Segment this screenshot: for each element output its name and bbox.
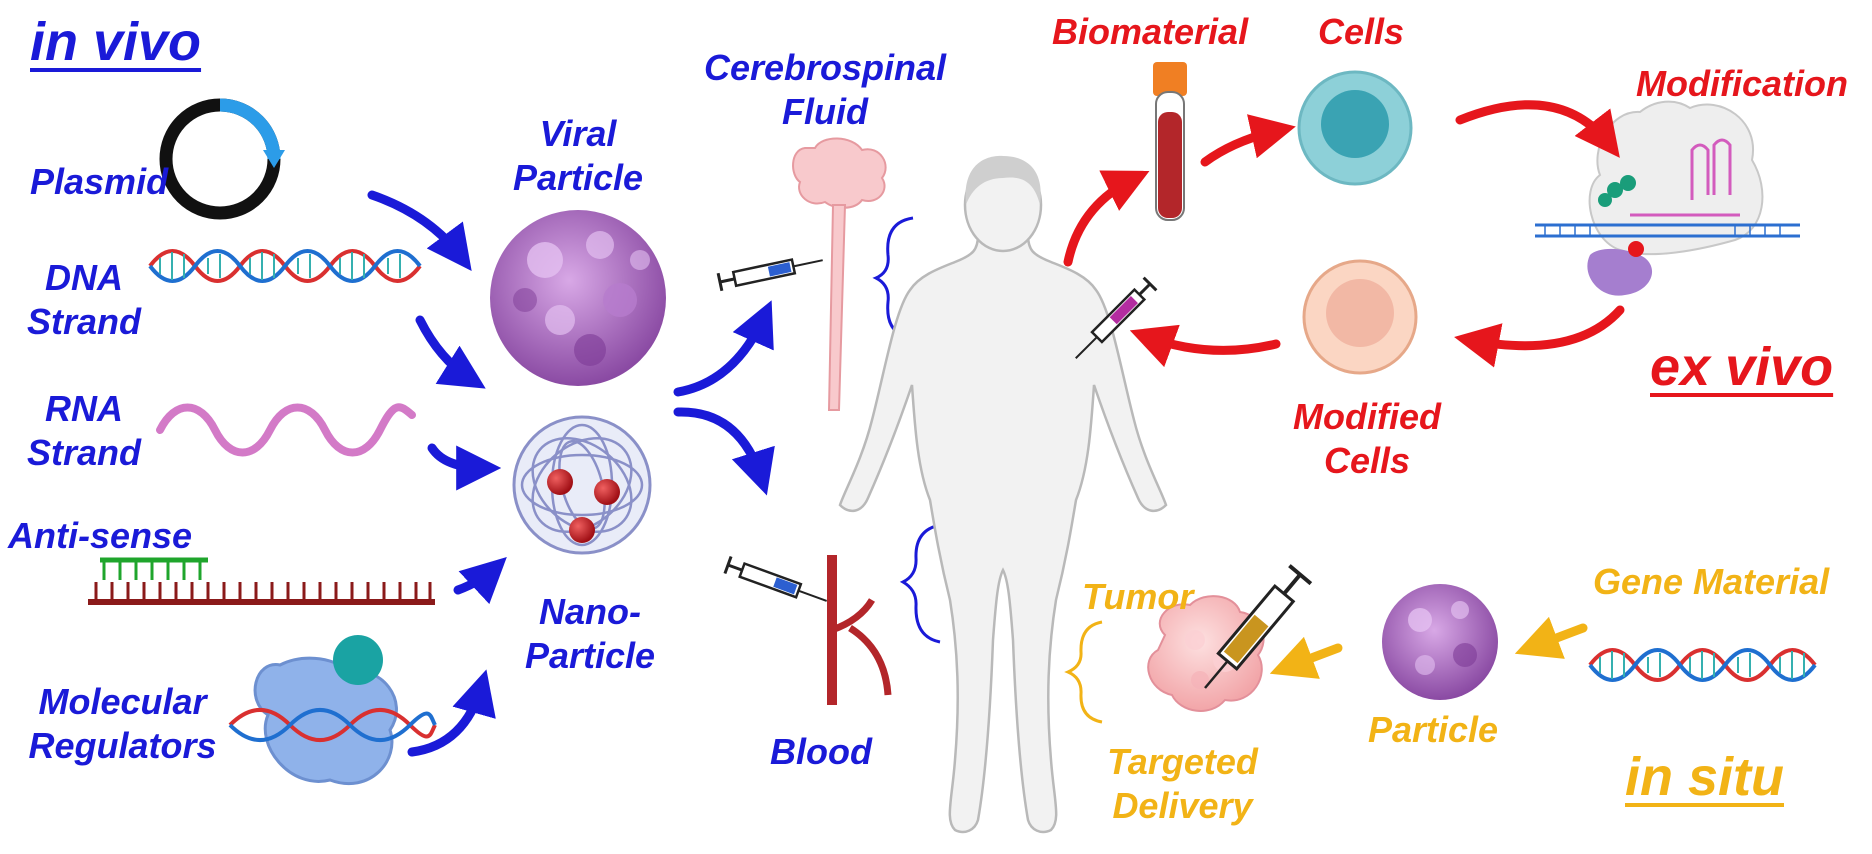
plasmid-label: Plasmid <box>30 161 169 202</box>
nanoparticle-label: Nano- Particle <box>524 591 656 676</box>
in-vivo-title: in vivo <box>30 12 202 72</box>
arrow-dna-to-nano <box>415 315 486 389</box>
in-situ-particle-icon <box>1382 584 1498 700</box>
gene-material-label: Gene Material <box>1593 561 1830 602</box>
arrow-cells-to-modification <box>1455 100 1620 158</box>
tumor-label: Tumor <box>1082 576 1194 617</box>
rna-wave-icon <box>156 403 416 457</box>
syringe-blood-icon <box>723 556 828 602</box>
arrow-regulators-to-nano <box>407 669 496 757</box>
arrow-modification-to-modified <box>1454 305 1625 368</box>
plasmid-icon <box>159 98 285 220</box>
arrow-antisense-to-nano <box>453 556 507 605</box>
arrow-particle-to-tumor <box>1269 636 1343 679</box>
biomaterial-label: Biomaterial <box>1052 11 1249 52</box>
modified-cell-icon <box>1302 259 1418 375</box>
blood-tube-icon <box>1153 62 1187 221</box>
syringe-csf-icon <box>716 258 823 292</box>
arrow-to-csf <box>673 300 774 397</box>
csf-label: Cerebrospinal Fluid <box>703 47 947 132</box>
arrow-modified-to-body <box>1129 324 1281 368</box>
molecular-regulators-label: Molecular Regulators <box>28 681 217 766</box>
nanoparticle-icon <box>512 415 652 555</box>
syringe-tumor-icon <box>1204 564 1313 689</box>
viral-particle-label: Viral Particle <box>512 113 644 198</box>
gene-material-dna-icon <box>1588 648 1817 682</box>
dna-strand-label: DNA Strand <box>26 257 141 342</box>
brain-spinal-cord-icon <box>792 137 887 411</box>
in-situ-title: in situ <box>1625 747 1784 807</box>
dna-helix-icon <box>148 249 422 283</box>
syringe-arm-icon <box>1075 276 1158 359</box>
arrow-plasmid-to-viral <box>367 190 472 271</box>
ex-vivo-title: ex vivo <box>1650 337 1834 397</box>
arrow-gene-to-particle <box>1514 616 1588 659</box>
arrow-body-to-biomaterial <box>1063 170 1150 267</box>
brace-blood <box>899 523 941 644</box>
gene-editing-complex-icon <box>1535 100 1800 296</box>
rna-strand-label: RNA Strand <box>26 388 141 473</box>
blood-label: Blood <box>770 731 872 772</box>
cells-label: Cells <box>1318 11 1405 52</box>
modification-label: Modification <box>1636 63 1848 104</box>
cell-icon <box>1297 70 1413 186</box>
brace-csf <box>872 216 914 340</box>
arrow-biomaterial-to-cells <box>1200 114 1296 167</box>
human-hair-icon <box>965 155 1041 205</box>
targeted-delivery-label: Targeted Delivery <box>1107 741 1258 826</box>
tumor-icon <box>1147 595 1265 712</box>
protein-complex-icon <box>228 635 437 786</box>
brace-tumor <box>1064 620 1103 724</box>
particle-label: Particle <box>1368 709 1499 750</box>
antisense-strand-icon <box>88 557 435 605</box>
arrow-to-blood <box>673 407 775 496</box>
viral-particle-icon <box>490 210 666 386</box>
arrow-rna-to-nano <box>427 443 502 491</box>
modified-cells-label: Modified Cells <box>1293 396 1441 481</box>
blood-vessel-icon <box>827 555 892 705</box>
antisense-label: Anti-sense <box>8 515 193 556</box>
